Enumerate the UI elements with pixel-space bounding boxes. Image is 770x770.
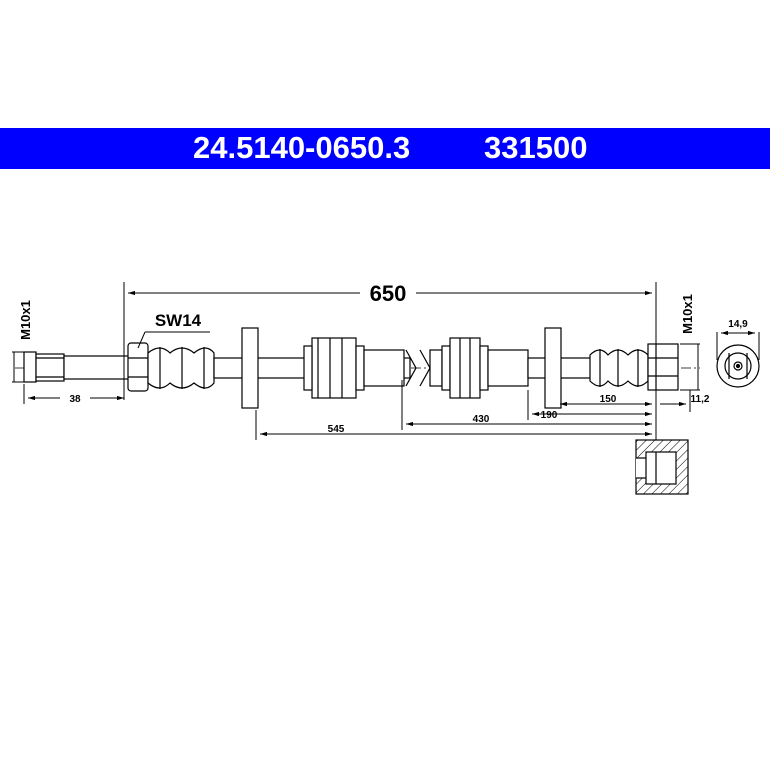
sw14-hex-fitting (127, 342, 149, 392)
dim-650-label: 650 (370, 281, 407, 306)
dim-38-label: 38 (69, 394, 81, 405)
left-crimp-sleeve (147, 347, 215, 389)
thread-left-label: M10x1 (18, 300, 33, 340)
left-threaded-end (23, 351, 131, 383)
title-banner: 24.5140-0650.3 331500 (0, 128, 770, 169)
reference-number: 331500 (484, 130, 588, 165)
right-tube-nut (647, 343, 679, 391)
part-number: 24.5140-0650.3 (193, 130, 411, 165)
right-disc-flange (544, 327, 562, 409)
wrench-size-label: SW14 (155, 311, 202, 330)
dim-545-label: 545 (328, 424, 345, 435)
left-mount (303, 337, 405, 399)
dim-190-label: 190 (541, 410, 558, 421)
right-crimp-sleeve (589, 349, 649, 387)
left-disc-flange (241, 327, 259, 409)
port-detail (635, 439, 689, 495)
dim-14-9-label: 14,9 (728, 319, 748, 330)
dim-11-2-label: 11,2 (691, 394, 710, 405)
dimension-lines (12, 282, 760, 440)
end-view (716, 344, 760, 388)
right-mount (429, 337, 593, 399)
dim-430-label: 430 (473, 414, 490, 425)
dim-150-label: 150 (600, 394, 617, 405)
thread-right-label: M10x1 (680, 294, 695, 334)
